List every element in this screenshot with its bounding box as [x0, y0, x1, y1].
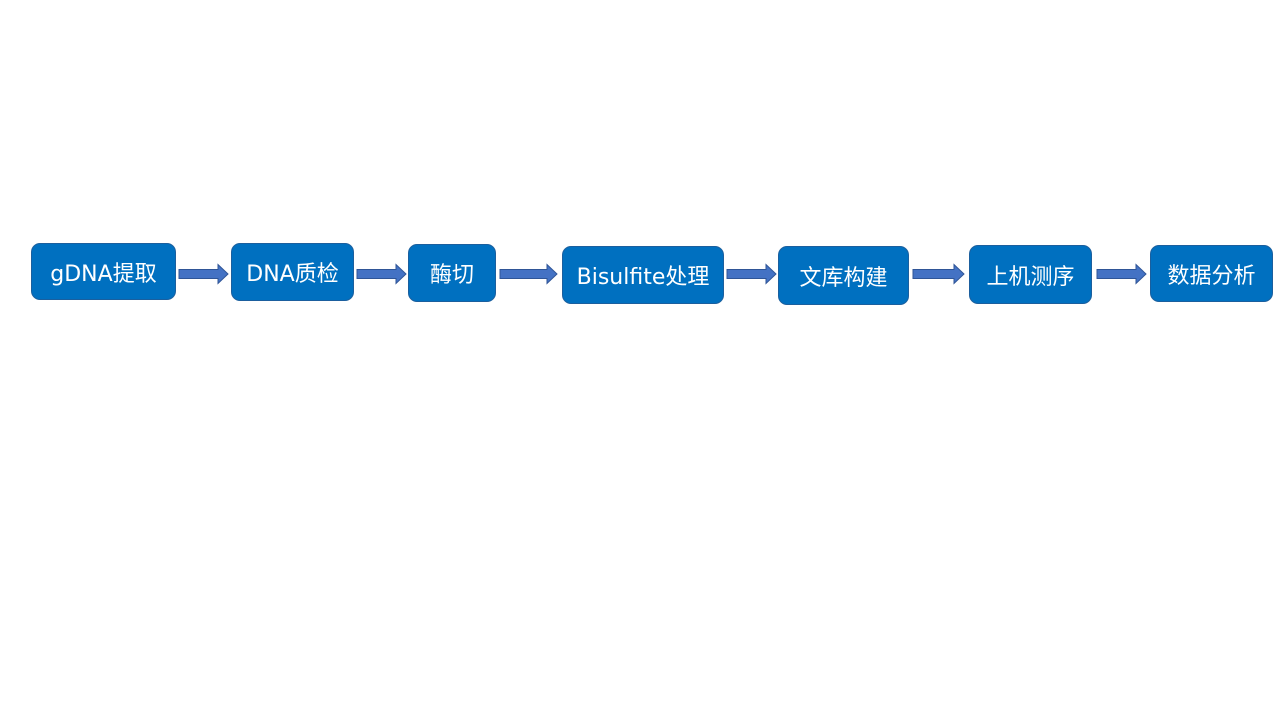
- step-library-construction: 文库构建: [778, 246, 909, 305]
- arrow-right-icon: [178, 263, 229, 285]
- step-gdna-extraction: gDNA提取: [31, 243, 176, 300]
- arrow-shape: [499, 263, 558, 285]
- arrow-right-icon: [356, 263, 407, 285]
- step-bisulfite-treatment: Bisulfite处理: [562, 246, 724, 304]
- arrow-shape: [356, 263, 407, 285]
- arrow-right-icon: [912, 263, 965, 285]
- step-sequencing: 上机测序: [969, 245, 1092, 304]
- step-enzyme-digestion: 酶切: [408, 244, 496, 302]
- arrow-shape: [1096, 263, 1147, 285]
- step-dna-qc: DNA质检: [231, 243, 354, 301]
- arrow-right-icon: [499, 263, 558, 285]
- step-data-analysis: 数据分析: [1150, 245, 1273, 302]
- arrow-right-icon: [726, 263, 777, 285]
- arrow-shape: [912, 263, 965, 285]
- arrow-shape: [178, 263, 229, 285]
- arrow-shape: [726, 263, 777, 285]
- arrow-right-icon: [1096, 263, 1147, 285]
